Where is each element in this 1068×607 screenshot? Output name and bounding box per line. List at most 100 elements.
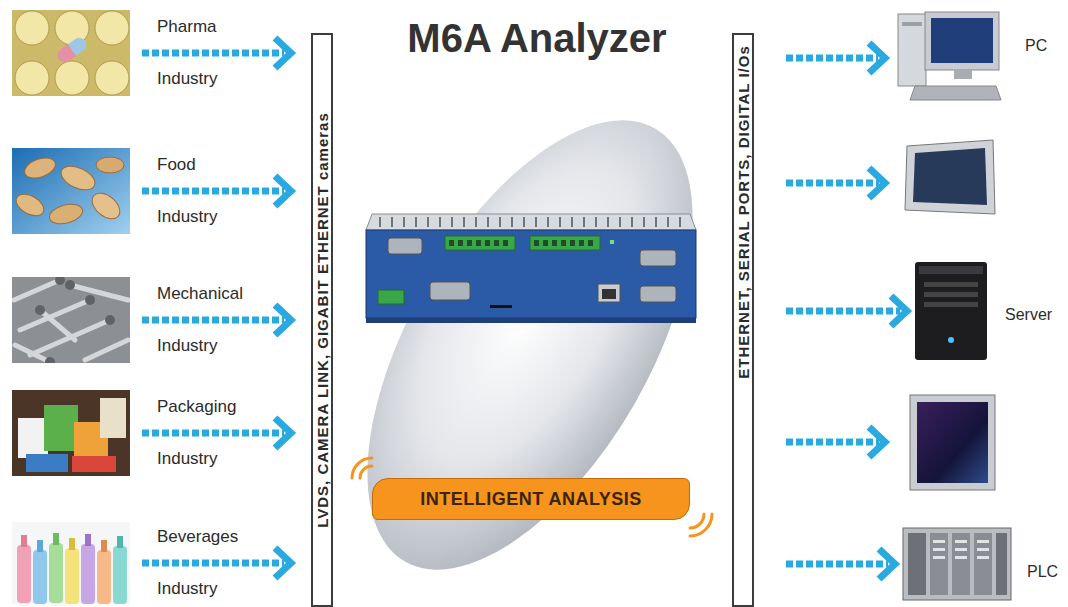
plc-picture	[955, 548, 967, 551]
analyzer-unit	[595, 217, 597, 227]
pharma-picture	[12, 10, 130, 96]
plc-picture	[903, 528, 1011, 600]
analyzer-unit	[598, 284, 620, 302]
analyzer-unit	[571, 217, 573, 227]
analyzer-unit	[458, 240, 463, 246]
analyzer-unit	[640, 286, 676, 302]
arrow-shaft	[142, 317, 284, 324]
pharma-picture	[68, 41, 81, 56]
output-device: Server	[915, 262, 987, 360]
analyzer-unit	[559, 217, 561, 227]
interface-band: LVDS, CAMERA LINK, GIGABIT ETHERNET came…	[311, 33, 333, 607]
arrow-head	[275, 548, 291, 578]
touch-panel-picture	[905, 140, 995, 214]
analyzer-unit	[430, 282, 470, 300]
analyzer-unit	[607, 217, 609, 227]
analyzer-unit	[415, 217, 417, 227]
analyzer-unit	[679, 217, 681, 227]
analyzer-unit	[579, 240, 584, 246]
analyzer-unit	[570, 240, 575, 246]
analyzer-unit	[602, 289, 616, 299]
pc-picture	[902, 22, 922, 26]
arrow-shaft	[786, 55, 878, 62]
analyzer-unit	[476, 240, 481, 246]
output-device: PC	[893, 8, 1003, 108]
analyzer-unit	[439, 217, 441, 227]
analyzer-unit	[631, 217, 633, 227]
analyzer-unit	[610, 240, 614, 244]
analyzer-unit	[561, 240, 566, 246]
output-arrow	[786, 439, 879, 446]
plc-picture	[955, 540, 967, 543]
analyzer-unit	[667, 217, 669, 227]
pc-picture	[931, 18, 993, 63]
analyzer-unit	[643, 217, 645, 227]
plc-picture	[933, 540, 945, 543]
beverages-picture	[17, 545, 31, 603]
output-device: PLC	[903, 528, 1011, 600]
analyzer-unit	[543, 240, 548, 246]
plc-picture	[908, 533, 926, 595]
analyzer-unit	[451, 217, 453, 227]
analyzer-unit	[499, 217, 501, 227]
pharma-picture	[68, 35, 89, 56]
arrow-head	[891, 296, 907, 326]
analyzer-unit	[511, 217, 513, 227]
packaging-picture	[100, 398, 126, 438]
beverages-picture	[21, 535, 27, 547]
food-picture	[96, 157, 124, 173]
analyzer-unit	[503, 240, 508, 246]
analyzer-unit	[467, 240, 472, 246]
mechanical-picture	[70, 285, 128, 300]
arrow-head	[275, 418, 291, 448]
analyzer-unit	[588, 240, 593, 246]
beverages-picture	[113, 546, 127, 604]
plc-picture	[952, 533, 970, 595]
device-label: PLC	[1027, 563, 1058, 581]
mechanical-picture	[105, 315, 115, 325]
industry-label: Food Industry	[157, 139, 217, 243]
analyzer-unit	[366, 318, 696, 323]
analyzer-unit	[378, 290, 404, 304]
analyzer-unit	[547, 217, 549, 227]
signal-arrow	[142, 418, 291, 448]
monitor-picture	[910, 395, 995, 490]
analyzer-unit	[485, 240, 490, 246]
beverages-picture	[69, 538, 75, 550]
industry-tile: Beverages Industry	[12, 522, 130, 604]
mechanical-picture	[35, 305, 45, 315]
plc-picture	[977, 556, 989, 559]
analyzer-unit	[380, 217, 680, 227]
analyzer-unit	[449, 240, 593, 246]
food-picture	[13, 190, 48, 221]
analyzer-unit	[640, 250, 676, 266]
analyzer-unit	[534, 240, 539, 246]
food-picture	[87, 188, 124, 224]
analysis-badge: INTELLIGENT ANALYSIS	[372, 478, 690, 520]
food-picture	[22, 154, 58, 182]
analyzer-unit	[366, 214, 696, 323]
analyzer-unit	[463, 217, 465, 227]
beverages-picture	[37, 540, 43, 552]
plc-picture	[974, 533, 992, 595]
server-picture	[915, 262, 987, 360]
output-arrow	[869, 427, 885, 457]
signal-arcs	[690, 514, 704, 528]
pharma-picture	[15, 11, 49, 45]
packaging-picture	[12, 390, 130, 476]
food-picture	[12, 148, 130, 234]
food-picture	[12, 148, 130, 234]
arrow-head	[869, 43, 885, 73]
signal-arrow	[786, 296, 907, 326]
beverages-picture	[33, 550, 47, 604]
diagram-title: M6A Analyzer	[337, 16, 737, 61]
analyzer-unit	[391, 217, 393, 227]
server-picture	[924, 292, 978, 297]
beverages-picture	[81, 544, 95, 604]
analyzer-unit	[388, 238, 422, 254]
industry-label: Mechanical Industry	[157, 268, 243, 372]
plc-picture	[977, 540, 989, 543]
mechanical-picture	[85, 295, 95, 305]
beverages-picture	[12, 522, 130, 604]
mechanical-picture	[85, 340, 128, 360]
